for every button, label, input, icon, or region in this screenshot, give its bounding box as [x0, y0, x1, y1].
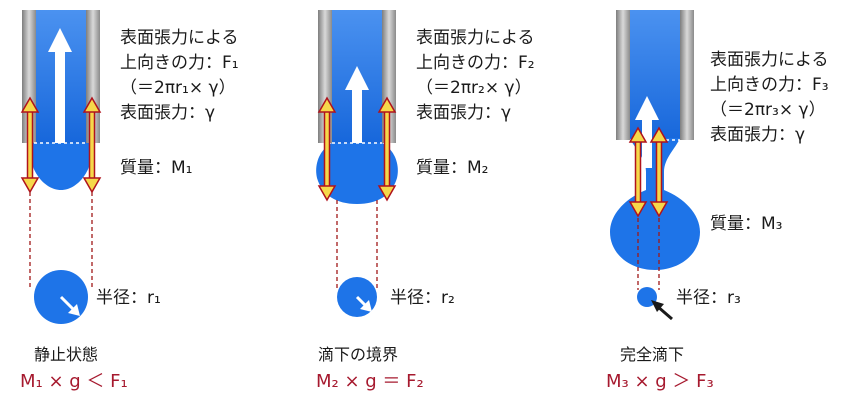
force-label-line1: 表面張力による — [416, 28, 535, 48]
force-label-line3: （＝2πr₁× γ） — [120, 78, 236, 98]
pointer-arrow-icon — [651, 300, 673, 321]
state-label: 静止状態 — [34, 345, 99, 364]
panel-static — [20, 10, 102, 324]
mass-label: 質量：M₂ — [416, 158, 489, 178]
equation: M₁ × g ＜ F₁ — [20, 371, 128, 392]
mass-label: 質量：M₃ — [710, 214, 783, 234]
up-arrow-icon — [345, 66, 369, 143]
dashed-guides — [336, 200, 378, 288]
state-label: 完全滴下 — [620, 345, 685, 364]
tube — [616, 10, 694, 140]
dashed-guides — [29, 192, 93, 290]
radius-label: 半径：r₁ — [96, 288, 161, 308]
equation: M₃ × g ＞ F₃ — [606, 371, 714, 392]
force-label-line1: 表面張力による — [120, 28, 239, 48]
force-arrow-icon — [20, 96, 40, 194]
mass-label: 質量：M₁ — [120, 158, 193, 178]
up-arrow-icon — [635, 96, 659, 168]
equation: M₂ × g ＝ F₂ — [316, 371, 424, 392]
up-arrow-icon — [48, 28, 72, 143]
force-label-line3: （＝2πr₂× γ） — [416, 78, 532, 98]
force-arrow-icon — [377, 96, 397, 202]
force-label-line3: （＝2πr₃× γ） — [710, 100, 826, 120]
surface-tension-label: 表面張力：γ — [416, 103, 512, 123]
droplet — [30, 142, 92, 190]
force-label-line2: 上向きの力：F₃ — [710, 75, 829, 95]
radius-label: 半径：r₂ — [390, 288, 455, 308]
radius-arrow-icon — [59, 295, 80, 316]
surface-tension-label: 表面張力：γ — [120, 103, 216, 123]
dashed-guides — [637, 218, 660, 290]
force-arrow-icon — [317, 96, 337, 202]
state-label: 滴下の境界 — [318, 345, 399, 364]
radius-label: 半径：r₃ — [676, 288, 741, 308]
force-label-line1: 表面張力による — [710, 50, 829, 70]
panel-drop — [610, 10, 700, 321]
panel-boundary — [316, 10, 398, 317]
force-arrow-icon — [82, 96, 102, 194]
force-label-line2: 上向きの力：F₂ — [416, 53, 535, 73]
radius-arrow-icon — [355, 295, 372, 312]
surface-tension-label: 表面張力：γ — [710, 125, 806, 145]
force-arrow-icon — [628, 126, 648, 218]
force-arrow-icon — [649, 126, 669, 218]
force-label-line2: 上向きの力：F₁ — [120, 53, 239, 73]
